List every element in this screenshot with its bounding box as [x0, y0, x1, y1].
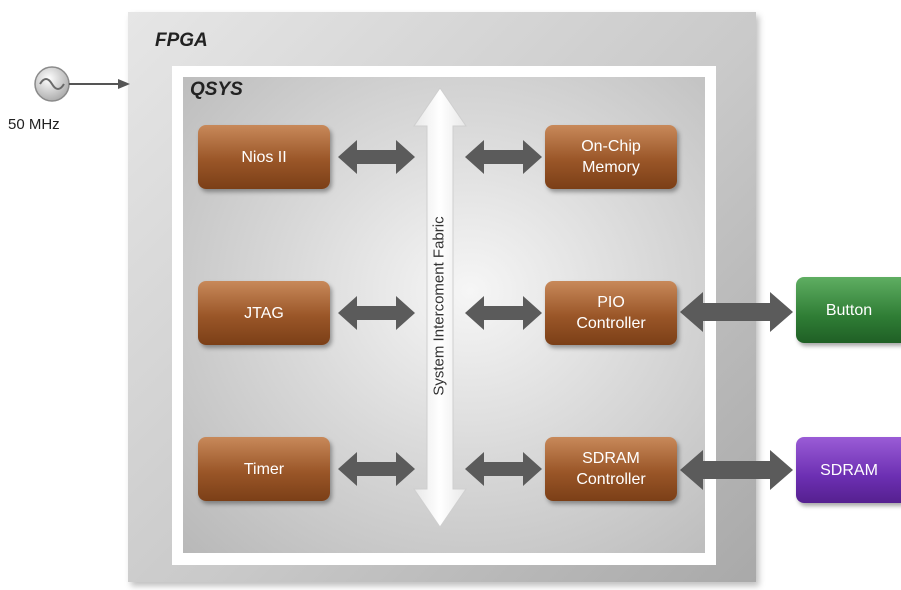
clock-label: 50 MHz — [8, 116, 60, 133]
nios-ii-block: Nios II — [198, 125, 330, 189]
system-bus-arrow — [413, 87, 467, 528]
timer-block: Timer — [198, 437, 330, 501]
arrow-bus-sdram-controller — [465, 452, 542, 486]
sdram-controller-block: SDRAM Controller — [545, 437, 677, 501]
jtag-block: JTAG — [198, 281, 330, 345]
fpga-label: FPGA — [155, 30, 208, 51]
button-block: Button — [796, 277, 901, 343]
arrow-pio-button — [680, 292, 793, 332]
arrow-sdram-controller-sdram — [680, 450, 793, 490]
system-bus-label: System Intercoment Fabric — [430, 216, 448, 396]
arrow-timer-bus — [338, 452, 415, 486]
arrow-bus-onchip — [465, 140, 542, 174]
arrow-jtag-bus — [338, 296, 415, 330]
sdram-block: SDRAM — [796, 437, 901, 503]
clock-arrow — [69, 79, 130, 89]
sine-wave-oscillator-icon — [34, 66, 70, 102]
pio-controller-block: PIO Controller — [545, 281, 677, 345]
on-chip-memory-block: On-Chip Memory — [545, 125, 677, 189]
arrow-nios-bus — [338, 140, 415, 174]
arrow-bus-pio — [465, 296, 542, 330]
qsys-label: QSYS — [190, 79, 243, 100]
